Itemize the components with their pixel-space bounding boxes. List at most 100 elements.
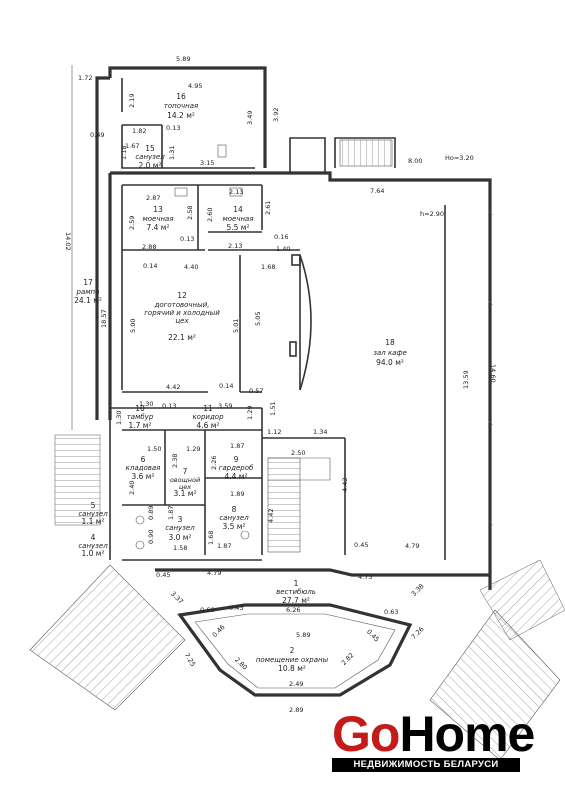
dimension-label: 5.01 [232, 319, 240, 333]
room-4-name: санузел [78, 542, 108, 550]
dimension-label: 2.26 [210, 456, 218, 470]
dimension-label: 4.79 [207, 569, 221, 577]
dimension-label: 3.59 [218, 402, 232, 410]
dimension-label: 3.49 [246, 111, 254, 125]
dimension-label: 4.95 [188, 82, 202, 90]
room-12-area: 22.1 м² [168, 333, 196, 342]
dimension-label: 1.29 [186, 445, 200, 453]
room-2-name: помещение охраны [256, 656, 329, 664]
room-5-name: санузел [78, 510, 108, 518]
dimension-label: 5.00 [129, 319, 137, 333]
gohome-logo: GoHome НЕДВИЖИМОСТЬ БЕЛАРУСИ [332, 708, 535, 774]
ceiling-height-ho: Ho=3.20 [445, 154, 474, 162]
room-8-name: санузел [219, 514, 249, 522]
dimension-label: 2.59 [128, 216, 136, 230]
room-18-name: зал кафе [373, 349, 407, 357]
room-3-no: 3 [178, 515, 183, 524]
dimension-label: 1.87 [167, 506, 175, 520]
room-6-name: кладовая [126, 464, 161, 472]
room-4-no: 4 [91, 533, 96, 542]
room-7-area: 3.1 м² [174, 489, 197, 498]
dimension-label: 4.75 [358, 573, 372, 581]
room-10-area: 1.7 м² [129, 421, 152, 430]
dimension-label: 5.89 [296, 631, 310, 639]
room-15-name: санузел [135, 153, 165, 161]
logo-wordmark: GoHome [332, 706, 535, 762]
dimension-label: 1.50 [147, 445, 161, 453]
logo-home: Home [399, 706, 535, 762]
dimension-label: 2.58 [186, 206, 194, 220]
dimension-label: 0.45 [365, 628, 381, 644]
room-18-no: 18 [385, 338, 395, 347]
dimension-label: 5.05 [254, 312, 262, 326]
dimension-label: 0.13 [162, 402, 176, 410]
dimension-label: 2.50 [291, 449, 305, 457]
dimension-label: 1.34 [313, 428, 327, 436]
room-11-no: 11 [203, 404, 213, 413]
room-2-no: 2 [290, 646, 295, 655]
dimension-label: 0.16 [274, 233, 288, 241]
dimension-label: 14.60 [489, 364, 497, 383]
dimension-label: 1.40 [276, 245, 290, 253]
room-13-name: моечная [142, 215, 173, 223]
dimension-label: 4.79 [405, 542, 419, 550]
room-1-name: вестибюль [276, 588, 316, 596]
dimension-label: 0.57 [249, 387, 263, 395]
dimension-label: 6.26 [286, 606, 300, 614]
dimension-label: 0.49 [90, 131, 104, 139]
dimension-label: 0.45 [156, 571, 170, 579]
room-4-area: 1.0 м² [82, 549, 105, 558]
walls [29, 65, 565, 761]
room-15-area: 2.0 м² [139, 161, 162, 170]
dimension-label: 4.42 [267, 509, 275, 523]
room-9-no: 9 [234, 455, 239, 464]
room-3-area: 3.0 м² [169, 533, 192, 542]
dimension-label: 1.87 [217, 542, 231, 550]
room-9-name: гардероб [219, 464, 254, 472]
dimension-label: 2.82 [340, 651, 356, 667]
room-13-area: 7.4 м² [147, 223, 170, 232]
room-5-area: 1.1 м² [82, 517, 105, 526]
dimension-label: 1.72 [78, 74, 92, 82]
room-7-name: овощной цех [169, 477, 201, 491]
dimension-label: 0.46 [211, 623, 227, 639]
dimension-label: 1.29 [246, 406, 254, 420]
dimension-label: 2.38 [171, 454, 179, 468]
room-17-name: рампа [76, 288, 100, 296]
room-16-name: топочная [164, 102, 198, 110]
dimension-label: 7.64 [370, 187, 384, 195]
dimension-label: 1.30 [115, 411, 123, 425]
room-14-no: 14 [233, 205, 243, 214]
room-12-name: доготовочный, горячий и холодный цех [144, 301, 220, 325]
room-17-no: 17 [83, 278, 93, 287]
dimension-label: 2.40 [128, 481, 136, 495]
dimension-label: 7.25 [183, 652, 197, 669]
dimension-label: 1.58 [173, 544, 187, 552]
dimension-label: 1.68 [261, 263, 275, 271]
logo-tagline: НЕДВИЖИМОСТЬ БЕЛАРУСИ [332, 758, 520, 772]
logo-go: Go [332, 706, 400, 762]
dimension-label: 4.42 [341, 478, 349, 492]
dimension-label: 18.57 [100, 309, 108, 328]
room-9-area: 4.4 м² [225, 472, 248, 481]
room-10-name: тамбур [127, 413, 154, 421]
room-8-area: 3.5 м² [223, 522, 246, 531]
dimension-label: 0.13 [180, 235, 194, 243]
dimension-label: 1.31 [168, 146, 176, 160]
room-7-no: 7 [183, 467, 188, 476]
dimension-label: 2.13 [229, 188, 243, 196]
dimension-label: 7.26 [410, 625, 426, 641]
room-6-no: 6 [141, 455, 146, 464]
dimension-label: 2.88 [142, 243, 156, 251]
room-1-no: 1 [294, 579, 299, 588]
room-18-area: 94.0 м² [376, 358, 404, 367]
dimension-label: 13.59 [462, 370, 470, 389]
dimension-label: 4.42 [166, 383, 180, 391]
dimension-label: 1.12 [267, 428, 281, 436]
dimension-label: 0.45 [354, 541, 368, 549]
dimension-label: 3.15 [200, 159, 214, 167]
dimension-label: 2.87 [146, 194, 160, 202]
room-5-no: 5 [91, 501, 96, 510]
room-16-no: 16 [176, 92, 186, 101]
room-labels: 16 топочная 14.2 м² 15 санузел 2.0 м² 13… [74, 92, 474, 673]
